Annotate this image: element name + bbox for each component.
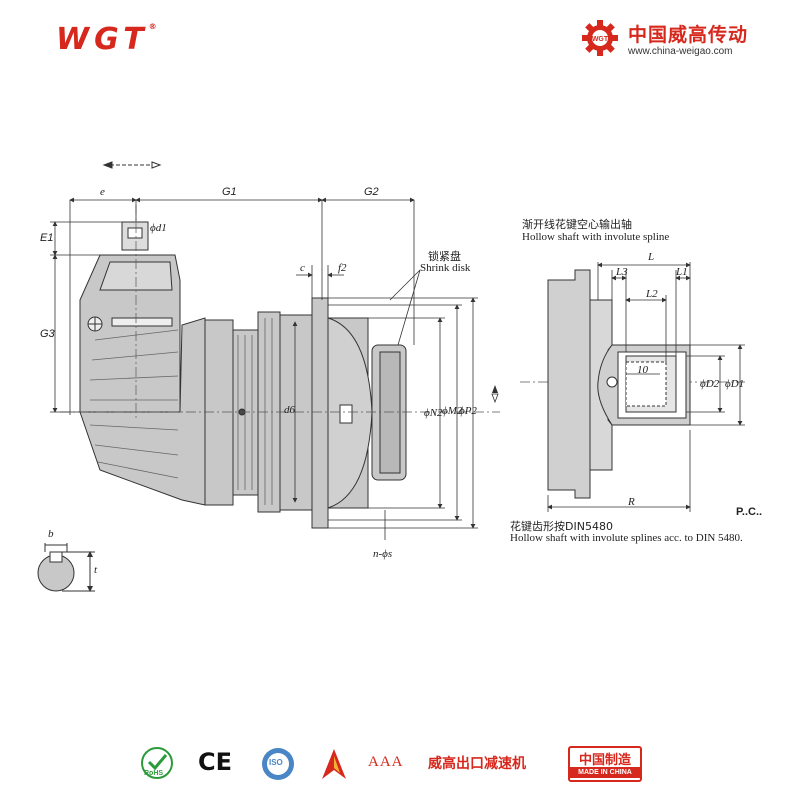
detail-title-cn: 渐开线花键空心输出轴 [522, 218, 632, 231]
detail-dim-r: R [628, 496, 635, 508]
detail-dim-l1: L1 [676, 266, 688, 278]
dim-t: t [94, 564, 98, 576]
spline-note-cn: 花键齿形按DIN5480 [510, 520, 613, 533]
made-in-china-badge: 中国制造 MADE IN CHINA [568, 746, 642, 782]
dim-f2: f2 [338, 262, 347, 274]
gear-logo-icon: WGT [582, 20, 618, 56]
quality-badge [316, 746, 352, 787]
dim-g3: G3 [40, 328, 55, 340]
detail-dim-l3: L3 [616, 266, 628, 278]
detail-dimensions [547, 262, 745, 512]
series-note: P..C.. [736, 506, 763, 518]
dim-b: b [48, 528, 54, 540]
registered-mark: ® [148, 22, 157, 31]
dim-g1: G1 [222, 186, 237, 198]
dimension-lines [50, 197, 478, 540]
key-section [37, 543, 95, 592]
quality-icon [322, 749, 346, 779]
shrink-disk-label-cn: 锁紧盘 [428, 250, 461, 263]
made-in-china-en: MADE IN CHINA [570, 767, 640, 778]
brand-url: www.china-weigao.com [628, 46, 733, 57]
ce-mark: CE [198, 748, 233, 776]
dim-c: c [300, 262, 305, 274]
rohs-label: RoHS [144, 770, 164, 777]
detail-title-en: Hollow shaft with involute spline [522, 231, 670, 243]
input-housing [79, 221, 181, 413]
aaa-rating: AAA [368, 754, 404, 770]
detail-dim-l2: L2 [646, 288, 658, 300]
brand-name-cn: 中国威高传动 [628, 24, 749, 46]
hollow-shaft-detail [547, 269, 691, 499]
logo-text: WGT [56, 22, 149, 57]
spline-note-en: Hollow shaft with involute splines acc. … [510, 532, 743, 544]
dim-e: e [100, 186, 105, 198]
iso-badge: ISO [260, 746, 296, 787]
wgt-logo: WGT® [56, 22, 157, 57]
rohs-icon [141, 747, 173, 779]
shrink-disk-label-en: Shrink disk [420, 262, 471, 274]
dim-g2: G2 [364, 186, 379, 198]
certification-bar: RoHS CE ISO AAA 威高出口减速机 中国制造 MADE IN CHI… [140, 744, 680, 784]
dim-e1: E1 [40, 232, 54, 244]
detail-dim-d1: ϕD1 [725, 378, 745, 390]
dim-n2: ϕN2 [424, 407, 443, 419]
dim-d1: ϕd1 [150, 222, 167, 234]
dim-d6: d6 [284, 404, 295, 416]
dim-ns: n-ϕs [373, 548, 393, 560]
svg-text:WGT: WGT [592, 36, 609, 43]
iso-icon [262, 748, 294, 780]
iso-label: ISO [269, 758, 283, 767]
export-slogan: 威高出口减速机 [428, 756, 526, 772]
detail-dim-d2: ϕD2 [700, 378, 720, 390]
detail-dim-10: 10 [637, 364, 648, 376]
planetary-stages [204, 297, 407, 529]
direction-arrow [102, 161, 162, 169]
detail-dim-l: L [648, 251, 655, 263]
made-in-china-cn: 中国制造 [578, 753, 631, 768]
brand-block: WGT 中国威高传动 www.china-weigao.com [574, 14, 774, 64]
dim-m2: ϕM2 [442, 405, 463, 417]
dim-p2: ϕP2 [459, 405, 477, 417]
rohs-badge: RoHS [140, 746, 174, 785]
